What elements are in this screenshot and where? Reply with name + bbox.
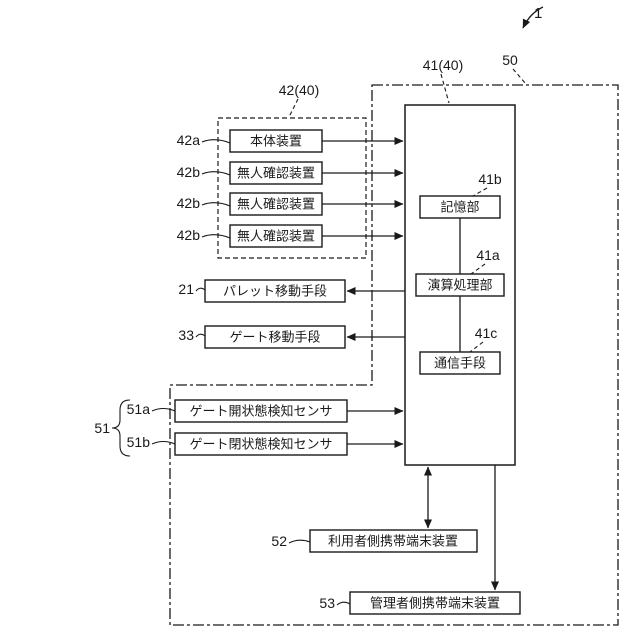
- unmanned-check-3-label: 無人確認装置: [237, 229, 315, 244]
- leader-51a: [151, 407, 176, 412]
- pallet-move-box: [204, 279, 346, 303]
- leader-33: [195, 333, 206, 338]
- ref-51-brace: [111, 399, 131, 457]
- communication-label: 通信手段: [434, 356, 486, 371]
- unmanned-check-1-box: [229, 161, 323, 185]
- admin-terminal-box: [349, 591, 521, 615]
- ref-53: 53: [319, 595, 335, 611]
- dleader-42-40: [288, 98, 299, 118]
- ref-51a: 51a: [127, 401, 151, 417]
- dleader-41c: [469, 341, 484, 353]
- ref-42b-1: 42b: [177, 164, 201, 180]
- storage-label: 記憶部: [440, 200, 479, 215]
- gate-closed-sensor-label: ゲート閉状態検知センサ: [189, 437, 332, 452]
- processing-box: [415, 273, 505, 297]
- leader-42b-3: [201, 234, 231, 239]
- unmanned-check-2-box: [229, 192, 323, 216]
- leader-42b-2: [201, 202, 231, 207]
- user-terminal-label: 利用者側携帯端末装置: [328, 534, 458, 549]
- leader-42b-1: [201, 171, 231, 176]
- figure-number-arrow: [522, 6, 544, 29]
- ref-41c: 41c: [475, 325, 498, 341]
- ref-51: 51: [94, 420, 110, 436]
- dleader-41-40: [440, 73, 450, 104]
- ref-21: 21: [178, 281, 194, 297]
- storage-box: [419, 195, 501, 219]
- ref-42a: 42a: [177, 132, 201, 148]
- main-unit-label: 本体装置: [250, 134, 302, 149]
- dleader-41b: [472, 187, 488, 197]
- ref-42b-3: 42b: [177, 227, 201, 243]
- unmanned-check-1-label: 無人確認装置: [237, 166, 315, 181]
- main-unit-box: [229, 129, 323, 153]
- controller-41-box: [404, 104, 516, 466]
- ref-41b: 41b: [478, 171, 502, 187]
- unmanned-check-2-label: 無人確認装置: [237, 197, 315, 212]
- communication-box: [419, 351, 501, 375]
- gate-move-label: ゲート移動手段: [229, 330, 320, 345]
- gate-move-box: [204, 325, 346, 349]
- dleader-41a: [470, 263, 486, 275]
- leader-52: [288, 539, 311, 544]
- leader-42a: [201, 139, 231, 144]
- leader-21: [195, 287, 206, 292]
- gate-open-sensor-label: ゲート開状態検知センサ: [189, 404, 332, 419]
- group-42-dashed-box: [217, 117, 367, 259]
- ref-51b: 51b: [127, 434, 151, 450]
- user-terminal-box: [309, 529, 478, 553]
- processing-label: 演算処理部: [427, 278, 492, 293]
- ref-52: 52: [271, 533, 287, 549]
- ref-42b-2: 42b: [177, 195, 201, 211]
- dleader-50: [512, 68, 527, 85]
- ref-41-40: 41(40): [423, 57, 463, 73]
- leader-51b: [151, 440, 176, 445]
- figure-number: 1: [534, 5, 542, 22]
- leader-53: [336, 601, 351, 606]
- admin-terminal-label: 管理者側携帯端末装置: [370, 596, 500, 611]
- pallet-move-label: パレット移動手段: [223, 284, 327, 299]
- ref-41a: 41a: [476, 247, 500, 263]
- unmanned-check-3-box: [229, 224, 323, 248]
- system-50-boundary: [169, 84, 619, 626]
- ref-50: 50: [502, 52, 518, 68]
- ref-33: 33: [178, 327, 194, 343]
- ref-42-40: 42(40): [279, 82, 319, 98]
